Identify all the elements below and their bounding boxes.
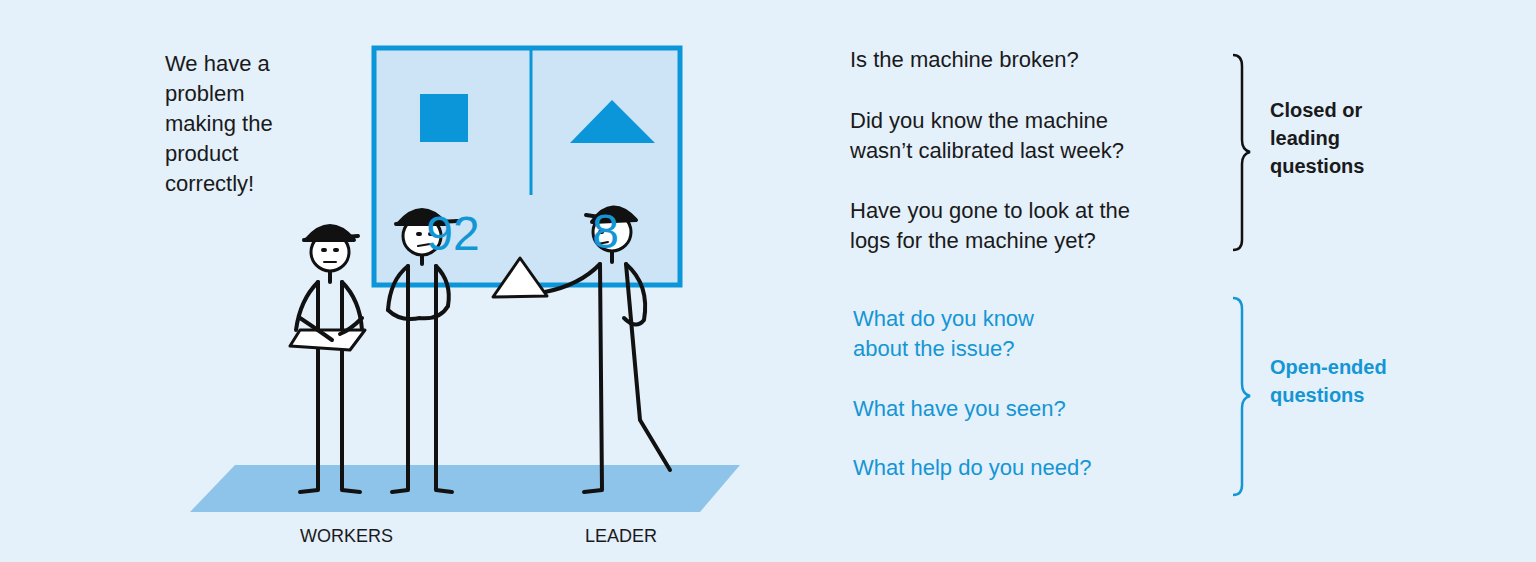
question-text: Is the machine broken? [850,45,1190,75]
group-label: WORKERS [300,525,410,547]
question-text: Did you know the machine wasn’t calibrat… [850,106,1155,166]
open-bracket [1233,298,1250,495]
question-text: What have you seen? [853,394,1153,424]
speech-text: We have a problem making the product cor… [165,49,305,199]
question-text: Have you gone to look at the logs for th… [850,196,1155,256]
count-number: 8 [533,206,678,258]
question-text: What help do you need? [853,453,1153,483]
score-panel: 92 [377,50,529,282]
closed-bracket [1233,55,1250,250]
category-label: Open-ended questions [1270,353,1410,409]
board-divider [530,48,533,195]
floor [190,465,740,512]
board [374,48,680,285]
question-text: What do you know about the issue? [853,304,1081,364]
category-label: Closed or leading questions [1270,96,1395,180]
triangle-icon [570,100,655,143]
score-panel: 8 [533,50,678,282]
square-icon [420,94,468,142]
group-label: LEADER [585,525,675,547]
count-number: 92 [377,208,529,260]
